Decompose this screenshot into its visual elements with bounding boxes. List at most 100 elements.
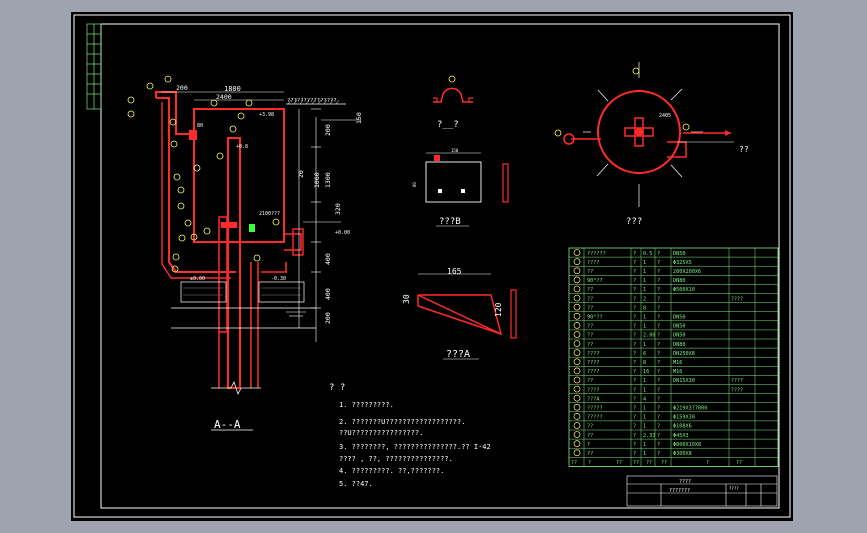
bom-cell-unit: ? <box>633 369 636 375</box>
bom-cell-name: ????? <box>587 406 603 412</box>
bom-note-cell: ???? <box>731 378 743 384</box>
plan-tank-circle <box>597 90 681 174</box>
left-label-strip <box>86 23 102 110</box>
bom-cell-name: ???? <box>587 369 600 375</box>
bom-cell-qty: 1 <box>643 342 646 348</box>
bom-cell-qty: 2.33 <box>643 433 656 439</box>
inlet-pipe-inner <box>161 102 231 279</box>
bom-cell-qty: 1 <box>643 424 646 430</box>
central-riser <box>227 137 241 389</box>
note-1: 1. ?????????. <box>339 401 394 409</box>
bom-cell-mat: ? <box>657 387 660 393</box>
dim-view-b-height: 80 <box>412 182 417 187</box>
bom-cell-unit: ? <box>633 424 636 430</box>
bom-cell-unit: ? <box>633 305 636 311</box>
bom-cell-mat: ? <box>657 278 660 284</box>
bom-cell-qty: 6 <box>643 351 646 357</box>
bom-balloon <box>573 312 581 320</box>
bom-cell-spec: Φ108X6 <box>673 424 692 430</box>
drawing-frame-outer <box>73 14 791 518</box>
bom-cell-unit: ? <box>633 415 636 421</box>
bom-cell-spec: DN15X30 <box>673 378 695 384</box>
bom-cell-name: ???? <box>587 360 600 366</box>
bom-cell-name: ?? <box>587 269 593 275</box>
bom-cell-unit: ? <box>633 406 636 412</box>
bom-cell-qty: 16 <box>643 369 649 375</box>
foundation-left <box>180 281 227 303</box>
bom-balloon <box>573 403 581 411</box>
bom-balloon <box>573 267 581 275</box>
bom-balloon <box>573 413 581 420</box>
bom-cell-unit: ? <box>633 378 636 384</box>
bom-balloon <box>573 331 581 338</box>
bom-cell-spec: DN80 <box>673 342 686 348</box>
bom-balloon <box>573 249 581 256</box>
note-3: 3. ????????, ???????????????.?? I-42 <box>339 443 491 451</box>
bom-cell-spec: DN50 <box>673 333 686 339</box>
dim-30: 30 <box>402 294 411 304</box>
bom-cell-mat: ? <box>657 442 660 448</box>
bom-cell-name: ? <box>587 442 590 448</box>
dim-2405: 2405 <box>659 113 671 119</box>
dim-400b: 400 <box>324 288 332 300</box>
bom-balloon <box>573 258 581 265</box>
bom-cell-unit: ? <box>633 278 636 284</box>
part-balloons <box>127 75 280 273</box>
bom-balloon <box>573 376 581 384</box>
bom-cell-qty: 8 <box>643 360 646 366</box>
general-notes: ? ? 1. ?????????. 2. ???????U???????????… <box>329 383 491 488</box>
bom-cell-spec: DN50 <box>673 315 686 321</box>
bom-cell-qty: 1 <box>643 315 646 321</box>
bom-cell-spec: DN250X8 <box>673 351 695 357</box>
dim-120: 120 <box>494 302 503 317</box>
bom-cell-qty: 1 <box>643 406 646 412</box>
bom-header-cell: ?? <box>633 460 639 466</box>
foundation-right <box>258 281 305 303</box>
bom-note-cell: ???? <box>731 296 743 302</box>
bom-cell-qty: 1 <box>643 260 646 266</box>
bom-cell-name: ?? <box>587 296 593 302</box>
bom-balloon <box>573 358 581 366</box>
note-2b: ??U????????????????. <box>339 429 423 437</box>
dim-165: 165 <box>447 267 462 276</box>
bom-cell-qty: 2 <box>643 296 646 302</box>
section-aa-label: A--A <box>214 418 241 431</box>
bom-balloon <box>573 294 581 302</box>
bom-cell-name: ?? <box>587 305 593 311</box>
bom-cell-name: ?? <box>587 333 593 339</box>
bom-cell-mat: ? <box>657 351 660 357</box>
bom-cell-name: ?? <box>587 433 593 439</box>
dim-400a: 400 <box>324 253 332 265</box>
bom-cell-name: ???? <box>587 260 600 266</box>
bom-cell-name: ?? <box>587 378 593 384</box>
bom-balloon <box>573 349 581 356</box>
bom-cell-spec: Φ300X8 <box>673 451 692 457</box>
bom-cell-mat: ? <box>657 269 660 275</box>
dim-2100: 2100??? <box>259 211 280 217</box>
bom-cell-name: ?? <box>587 324 593 330</box>
bom-cell-mat: ? <box>657 251 660 257</box>
bom-cell-mat: ? <box>657 451 660 457</box>
bom-cell-name: ???A <box>587 396 600 402</box>
bom-balloon <box>573 394 581 402</box>
bom-header-cell: ? <box>588 460 591 466</box>
bom-cell-unit: ? <box>633 342 636 348</box>
top-view-label: ?__? <box>437 120 459 130</box>
dim-320: 320 <box>334 203 342 215</box>
bom-balloon <box>573 440 581 447</box>
bom-cell-mat: ? <box>657 260 660 266</box>
elevation-tank-top: +3.98 <box>259 112 274 118</box>
note-3b: ???? , ??, ???????????????. <box>339 455 453 463</box>
bom-cell-mat: ? <box>657 415 660 421</box>
bom-header-cell: ?? <box>646 460 652 466</box>
bom-cell-name: 90°?? <box>587 278 603 284</box>
dim-200-right: 200 <box>324 124 332 136</box>
bom-cell-spec: Φ45X3 <box>673 433 689 439</box>
bom-cell-unit: ? <box>633 287 636 293</box>
cad-viewport[interactable]: ??????????????? 1800 200 2400 150 200 20… <box>71 12 793 521</box>
bom-cell-qty: 8 <box>643 305 646 311</box>
bom-cell-spec: DN80 <box>673 278 686 284</box>
cad-drawing: ??????????????? 1800 200 2400 150 200 20… <box>73 14 791 518</box>
bom-table: ???????0.5?DN50?????1?Φ325X5???1?200X200… <box>568 247 779 467</box>
title-block <box>626 475 778 507</box>
